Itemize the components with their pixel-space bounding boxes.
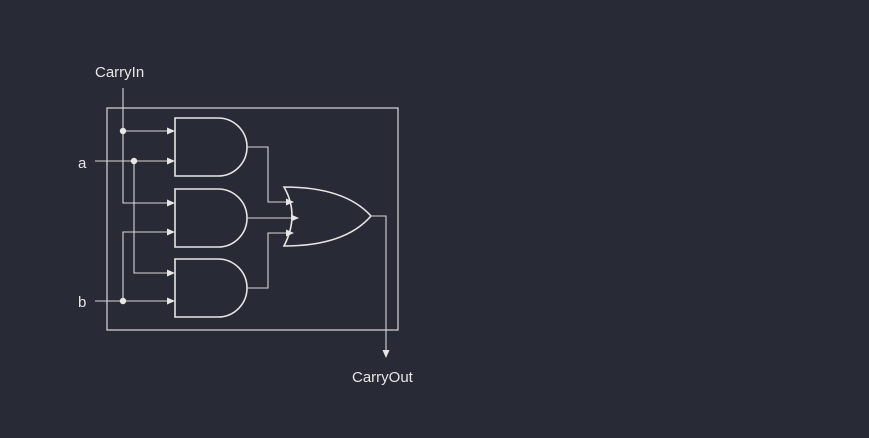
and-gate-2 [174, 188, 248, 248]
input-a-label: a [78, 155, 87, 172]
carry-in-wire [122, 88, 168, 204]
carry-out-wire [371, 215, 390, 358]
and-gate-3 [174, 258, 248, 318]
input-b-label: b [78, 294, 86, 311]
input-b-wire [95, 231, 168, 302]
carry-out-label: CarryOut [352, 369, 414, 386]
or-gate [282, 186, 373, 247]
input-b-junction-dot [119, 297, 127, 305]
circuit-boundary-box [106, 107, 399, 331]
carry-in-junction-dot [119, 127, 127, 135]
carry-in-label: CarryIn [95, 64, 144, 81]
input-a-junction-dot [130, 157, 138, 165]
and-gate-1 [174, 117, 248, 177]
input-a-wire [95, 160, 168, 274]
and-input-arrowheads [167, 127, 175, 305]
